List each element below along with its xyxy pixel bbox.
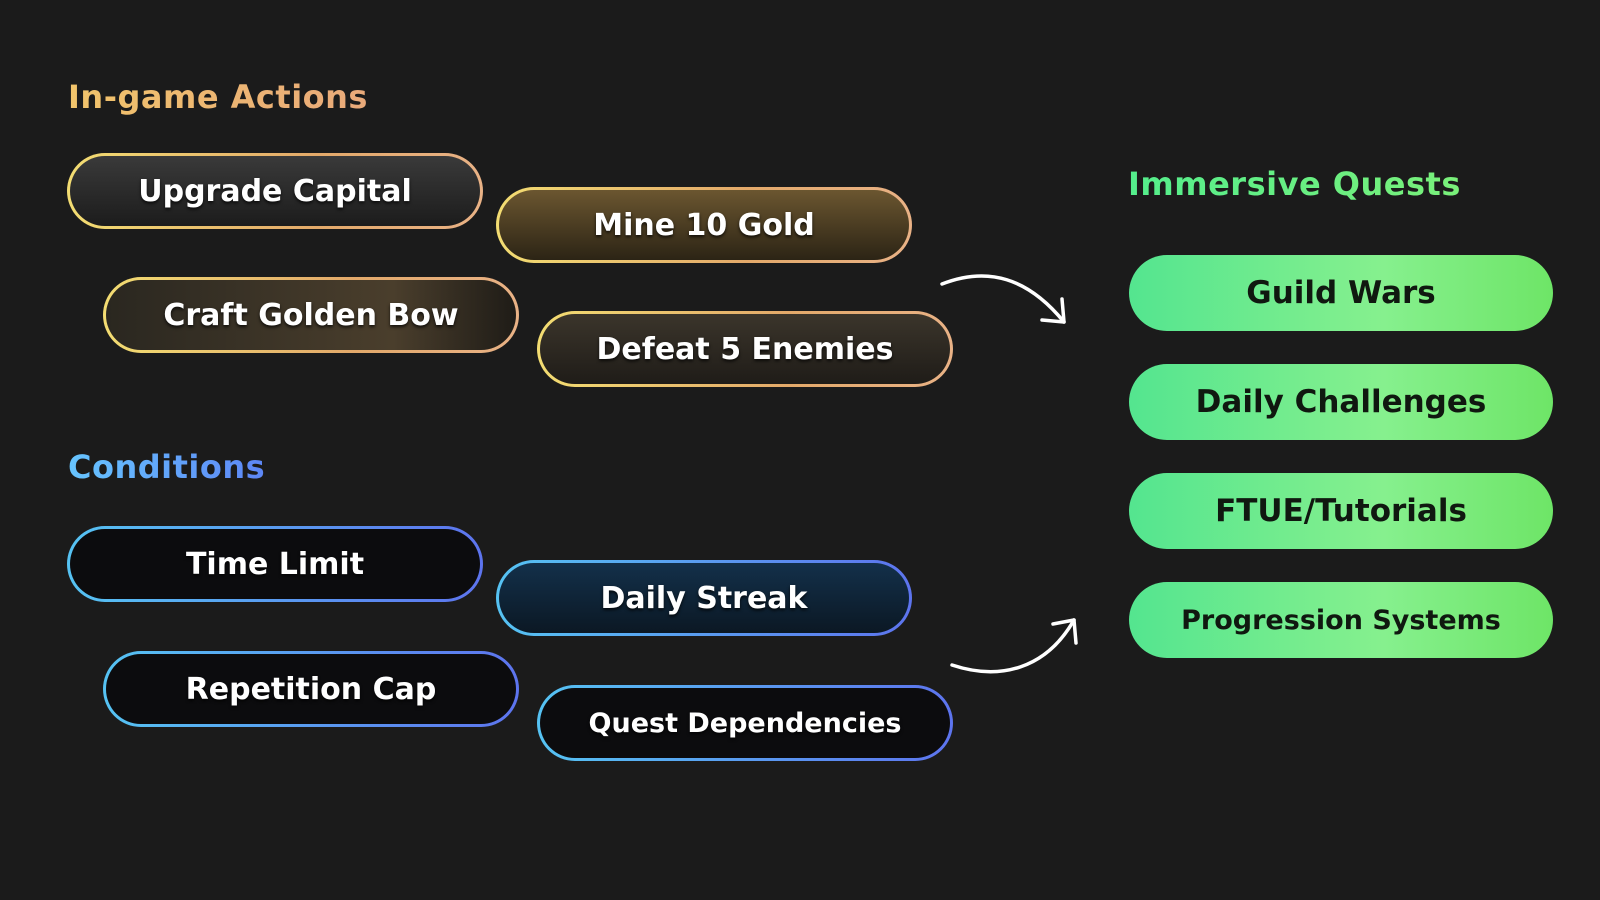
quest-progression-systems: Progression Systems xyxy=(1129,582,1553,658)
quest-ftue-tutorials: FTUE/Tutorials xyxy=(1129,473,1553,549)
condition-repetition-cap: Repetition Cap xyxy=(103,651,519,727)
action-upgrade-capital: Upgrade Capital xyxy=(67,153,483,229)
condition-label: Time Limit xyxy=(70,529,480,599)
in-game-actions-heading: In-game Actions xyxy=(68,78,368,116)
action-defeat-enemies: Defeat 5 Enemies xyxy=(537,311,953,387)
condition-quest-dependencies: Quest Dependencies xyxy=(537,685,953,761)
condition-time-limit: Time Limit xyxy=(67,526,483,602)
immersive-quests-heading: Immersive Quests xyxy=(1128,165,1461,203)
action-label: Mine 10 Gold xyxy=(499,190,909,260)
action-craft-golden-bow: Craft Golden Bow xyxy=(103,277,519,353)
condition-label: Quest Dependencies xyxy=(540,688,950,758)
condition-daily-streak: Daily Streak xyxy=(496,560,912,636)
curved-arrow-down-right-icon xyxy=(940,274,1066,324)
curved-arrow-up-right-icon xyxy=(950,618,1078,674)
condition-label: Repetition Cap xyxy=(106,654,516,724)
quest-daily-challenges: Daily Challenges xyxy=(1129,364,1553,440)
action-label: Upgrade Capital xyxy=(70,156,480,226)
action-mine-gold: Mine 10 Gold xyxy=(496,187,912,263)
quest-guild-wars: Guild Wars xyxy=(1129,255,1553,331)
action-label: Craft Golden Bow xyxy=(106,280,516,350)
action-label: Defeat 5 Enemies xyxy=(540,314,950,384)
condition-label: Daily Streak xyxy=(499,563,909,633)
conditions-heading: Conditions xyxy=(68,448,266,486)
